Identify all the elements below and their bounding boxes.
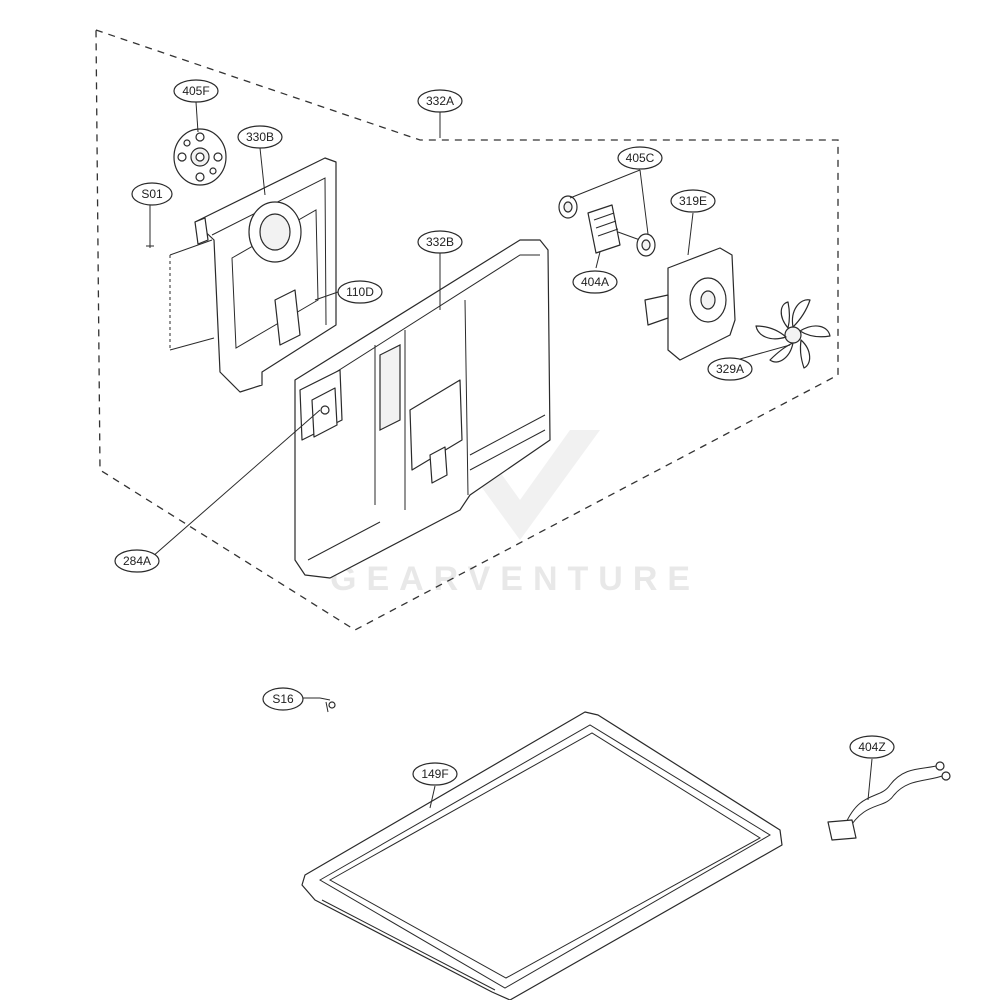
svg-text:405F: 405F	[182, 84, 209, 98]
assembly-outline	[95, 29, 839, 631]
part-405F-disc[interactable]	[173, 128, 227, 186]
part-330B-bracket[interactable]	[169, 157, 337, 393]
watermark-text: GEARVENTURE	[330, 560, 700, 598]
svg-text:S16: S16	[272, 692, 294, 706]
callout-332A[interactable]: 332A	[417, 89, 463, 113]
part-319E-housing[interactable]	[644, 247, 736, 361]
part-332B-panel[interactable]	[294, 239, 551, 579]
part-S16-screw[interactable]	[319, 697, 336, 713]
callout-405F[interactable]: 405F	[173, 79, 219, 103]
callout-110D[interactable]: 110D	[337, 280, 383, 304]
callout-S01[interactable]: S01	[131, 182, 173, 206]
svg-text:332B: 332B	[426, 235, 454, 249]
part-S01-screw[interactable]	[146, 228, 154, 248]
callout-332B[interactable]: 332B	[417, 230, 463, 254]
svg-text:404Z: 404Z	[858, 740, 885, 754]
part-329A-fan[interactable]	[755, 299, 831, 369]
callout-319E[interactable]: 319E	[670, 189, 716, 213]
callout-405C[interactable]: 405C	[617, 146, 663, 170]
svg-text:149F: 149F	[421, 767, 448, 781]
svg-text:110D: 110D	[346, 285, 374, 299]
svg-text:405C: 405C	[626, 151, 655, 165]
svg-text:404A: 404A	[581, 275, 609, 289]
svg-text:284A: 284A	[123, 554, 151, 568]
part-404A-motor[interactable]	[558, 195, 656, 257]
svg-text:330B: 330B	[246, 130, 274, 144]
svg-text:S01: S01	[141, 187, 163, 201]
svg-text:332A: 332A	[426, 94, 454, 108]
callout-330B[interactable]: 330B	[237, 125, 283, 149]
callout-149F[interactable]: 149F	[412, 762, 458, 786]
svg-text:329A: 329A	[716, 362, 744, 376]
callout-404A[interactable]: 404A	[572, 270, 618, 294]
part-149F-shelf[interactable]	[301, 711, 783, 1000]
callout-S16[interactable]: S16	[262, 687, 304, 711]
callout-329A[interactable]: 329A	[707, 357, 753, 381]
callout-404Z[interactable]: 404Z	[849, 735, 895, 759]
svg-text:319E: 319E	[679, 194, 707, 208]
part-404Z-harness[interactable]	[827, 761, 951, 841]
callout-284A[interactable]: 284A	[114, 549, 160, 573]
